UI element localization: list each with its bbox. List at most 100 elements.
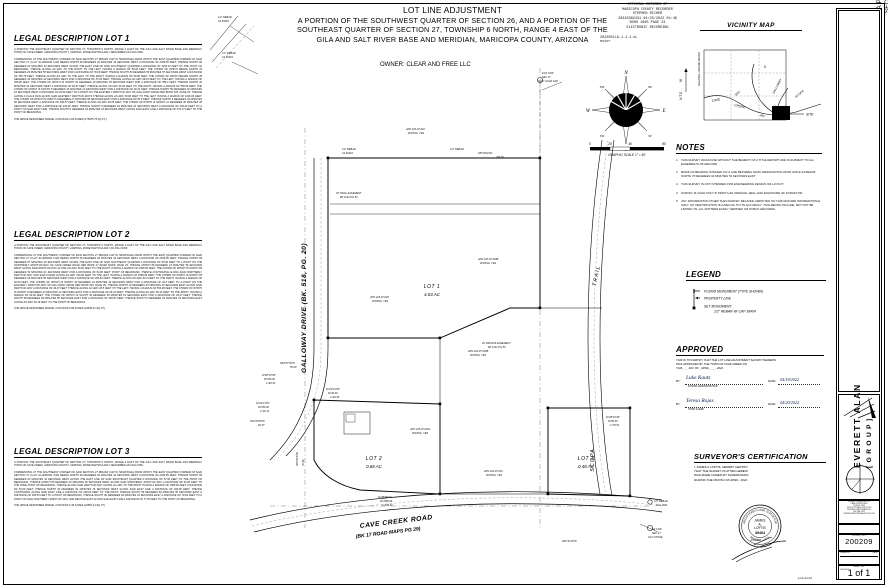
title-line-4: GILA AND SALT RIVER BASE AND MERIDIAN, M… [316,34,589,44]
note-number: 5. [676,198,679,203]
legal-2-para-1: A PORTION THE SOUTHEAST QUARTER OF SECTI… [14,244,202,251]
svg-text:N.T.S.: N.T.S. [679,91,683,100]
plan-annotation: R=1868.86 [380,500,393,503]
legal-description-lot-1: LEGAL DESCRIPTION LOT 1 A PORTION THE SO… [14,34,202,124]
plan-annotation: APN 216-07-003 [405,128,425,131]
plan-annotation: L=46.45 [330,396,340,399]
stamp-line-6: ELECTRONIC RECORDING [626,25,669,30]
legend-heading: LEGEND [686,270,722,279]
plan-annotation: SEC 27 [652,532,661,535]
stamp-line-1: OFFICIAL RECORDS OF [627,3,668,7]
legal-description-lot-3: LEGAL DESCRIPTION LOT 3 A PORTION THE SO… [14,447,202,511]
owner-line: OWNER: CLEAR AND FREE LLC [380,62,471,68]
vicinity-map-title: VICINITY MAP [727,22,775,29]
stamp-line-2: MARICOPA COUNTY RECORDER [622,7,673,12]
svg-text:SEC: SEC [734,89,742,97]
approval-row: BY: Luke Kautz ZONING ADMINISTRATOR DATE… [676,375,824,392]
vicinity-map-graphic: SITE CAVE CREEK RD SEC GALLOWAY SCOPA 0 … [678,49,822,121]
owner-text: OWNER: CLEAR AND FREE LLC [380,62,471,68]
project-no-label: PROJECT NO. [852,535,866,537]
legal-2-rule [14,240,202,241]
note-number: 4. [676,190,679,195]
plan-annotation: 49.37' [258,424,265,427]
plan-annotation: 1/2" REBAR [218,16,232,19]
approved-section: APPROVED THIS IS TO CERTIFY THAT THE LOT… [676,345,824,415]
compass-logo-icon [843,397,876,419]
street-scopa: SCOPA [590,448,596,471]
approved-statement-2: WAS APPROVED BY THE TOWN OF CAVE CREEK O… [676,361,747,366]
approval-role: ZONING ADMINISTRATOR [688,385,718,389]
svg-text:FOUND MONUMENT (TYPE SHOWN): FOUND MONUMENT (TYPE SHOWN) [704,289,763,293]
certification-rule [694,462,826,463]
title-block-project-no-cell [838,534,880,551]
notes-section: NOTES 1.THIS SURVEY WAS DONE WITHOUT THE… [676,143,822,215]
approved-statement-1: THIS IS TO CERTIFY THAT THE LOT LINE ADJ… [676,358,776,362]
title-block-project-title-cell [838,10,880,392]
address-line-3: CONSULTING [852,505,866,507]
sheet-title: LOT LINE ADJUSTMENT A PORTION OF THE SOU… [255,5,650,44]
approval-date-label: DATE: [768,402,777,407]
approval-signature-line [685,407,763,409]
sheet-border [3,3,885,585]
address-line-1: EVERETT ALAN GROUP [848,501,870,503]
legend-rule [686,280,826,281]
svg-text:GALLOWAY: GALLOWAY [771,77,783,94]
legal-1-rule [14,44,202,45]
legal-1-para-1: A PORTION THE SOUTHEAST QUARTER OF SECTI… [14,48,202,55]
legal-1-para-2: COMMENCING AT THE SOUTHEAST CORNER OF SA… [14,57,202,115]
svg-text:1/2" REBAR W/ CAP 39404: 1/2" REBAR W/ CAP 39404 [714,310,756,314]
legal-3-para-3: THE ABOVE DESCRIBED PARCEL CONTAINS 0.48… [14,504,106,508]
legend-section: LEGEND [686,270,826,281]
legal-1-heading: LEGAL DESCRIPTION LOT 1 [14,34,130,43]
plan-annotation: APN 216-07-003 [369,296,389,299]
svg-text:20: 20 [607,142,612,146]
title-block-project-no: PROJECT NO. 200209 [838,535,880,546]
note-item: 4.SURVEY IS VALID ONLY IF PRINT HAS ORIG… [676,191,822,195]
field-label-date: DATE: [872,552,878,554]
legal-3-rule [14,457,202,458]
lot-3-area: 0.48 AC [578,464,595,469]
plan-annotation: ZONING: YES [411,432,428,435]
svg-text:0: 0 [764,65,766,69]
note-text: THIS SURVEY WAS DONE WITHOUT THE BENEFIT… [681,158,815,166]
plan-annotation: R=530.00 [258,406,270,409]
title-block-sheet-no-cell [838,565,880,580]
lot-2-area: 0.68 AC [366,464,383,469]
plan-annotation: APN 216-07-001A [409,428,431,431]
graphic-scale-bar: 0 20 40 80 GRAPHIC SCALE 1" = 40' [589,142,666,157]
plan-annotation: 1/2" REBAR [342,148,356,151]
certification-line-2: THAT THE SURVEY PLATTED HEREIN [694,469,748,474]
svg-text:N: N [678,79,683,82]
approval-by-label: BY: [676,379,681,384]
note-number: 1. [676,158,679,162]
legal-3-heading: LEGAL DESCRIPTION LOT 3 [14,447,130,456]
approval-date-label: DATE: [768,379,777,384]
plan-annotation: APN 216-07-010 [483,470,503,473]
street-trail: TRAIL [592,265,602,287]
plan-annotation: N89°57'36"W [280,362,296,365]
lot-2-name: LOT 2 [366,456,382,462]
plan-annotation: 1/2" REBAR [450,148,464,151]
title-block-fields: DRAWN BY: DATE: CHECKED: [840,552,878,575]
plan-annotation: ZONING: YES [371,300,388,303]
svg-text:SW: SW [600,134,605,138]
approved-heading: APPROVED [676,345,724,354]
plan-annotation: R=30.00 [328,392,338,395]
plan-annotation: LS 39404 [222,56,233,59]
legal-2-heading: LEGAL DESCRIPTION LOT 2 [14,230,130,239]
svg-text:PROPERTY LINE: PROPERTY LINE [704,296,732,300]
address-line-4: 4205 N 7TH AVE, SUITE 200 [846,507,872,509]
legal-2-para-2: COMMENCING AT THE SOUTHEAST CORNER OF SA… [14,253,202,304]
svg-text:0: 0 [589,142,591,146]
svg-text:JAMES: JAMES [755,519,767,523]
lot-1-name: LOT 1 [424,284,440,290]
svg-text:39404: 39404 [755,531,765,535]
note-number: 3. [676,182,679,187]
svg-text:40: 40 [628,142,632,146]
sheet-footer-ref: LLA-22-01 [798,576,813,580]
plan-annotation: SE COR [652,528,662,531]
address-line-7: WWW.EVERETTALANGROUP.COM [843,513,875,515]
notes-rule [676,153,822,154]
plan-annotation: ZONING: YES [485,474,502,477]
